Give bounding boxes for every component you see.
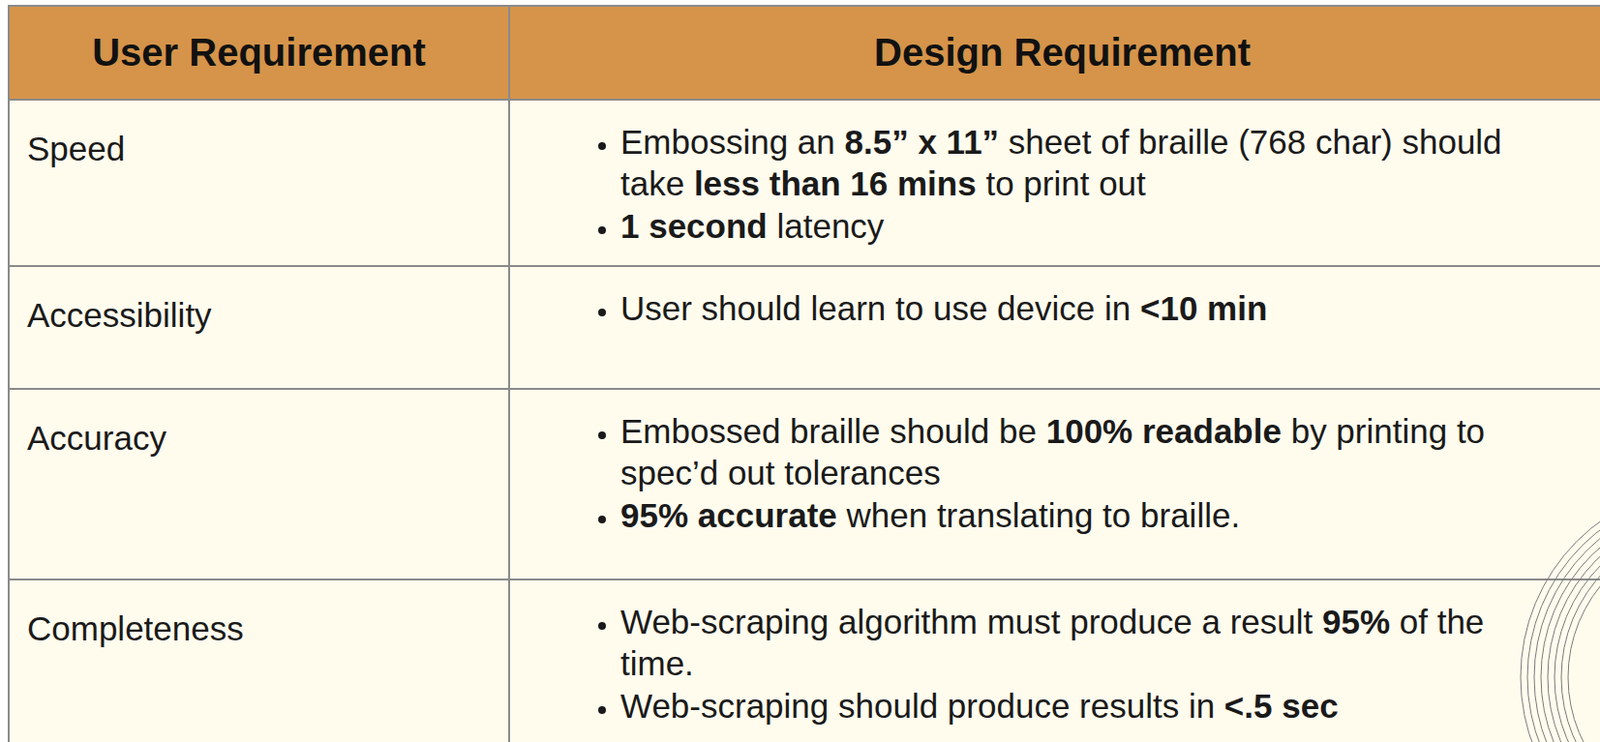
bold-value: 100% readable bbox=[1046, 412, 1282, 451]
deco-ring bbox=[1561, 525, 1600, 742]
bold-value: <10 min bbox=[1140, 289, 1268, 328]
header-cell: Design Requirement bbox=[508, 4, 1600, 101]
cell-text: when translating to braille. bbox=[846, 496, 1241, 535]
cell-text: Embossed braille should be bbox=[620, 412, 1037, 451]
header-cell: User Requirement bbox=[7, 4, 511, 101]
bullet-list: Embossed braille should be 100% readable… bbox=[510, 411, 1557, 538]
deco-ring bbox=[1568, 532, 1600, 742]
cell-text: Web-scraping should produce results in bbox=[620, 687, 1215, 725]
bold-value: 95% bbox=[1322, 603, 1390, 641]
row-heading: Accessibility bbox=[27, 296, 212, 334]
bullet-item: Web-scraping should produce results in <… bbox=[620, 686, 1557, 728]
bold-value: less than 16 mins bbox=[694, 164, 977, 203]
bullet-item: Embossing an 8.5” x 11” sheet of braille… bbox=[620, 121, 1557, 205]
deco-ring bbox=[1527, 491, 1600, 742]
header-text: User Requirement bbox=[91, 30, 426, 75]
deco-ring bbox=[1554, 518, 1600, 742]
bold-value: 95% accurate bbox=[620, 496, 838, 535]
bullet-item: User should learn to use device in <10 m… bbox=[620, 288, 1557, 331]
table-cell: Completeness bbox=[7, 578, 511, 742]
bold-value: <.5 sec bbox=[1224, 687, 1339, 725]
deco-ring bbox=[1547, 512, 1600, 742]
table-cell: Embossing an 8.5” x 11” sheet of braille… bbox=[508, 98, 1600, 268]
bold-value: 8.5” x 11” bbox=[845, 122, 1000, 161]
deco-ring bbox=[1520, 484, 1600, 742]
deco-ring bbox=[1534, 498, 1600, 742]
row-heading: Completeness bbox=[27, 609, 244, 648]
bullet-item: 95% accurate when translating to braille… bbox=[620, 495, 1557, 538]
table-cell: Accuracy bbox=[7, 388, 511, 581]
bullet-list: Web-scraping algorithm must produce a re… bbox=[510, 602, 1557, 728]
bullet-item: 1 second latency bbox=[620, 206, 1557, 248]
table-cell: User should learn to use device in <10 m… bbox=[508, 265, 1600, 391]
table-cell: Accessibility bbox=[7, 265, 511, 391]
table-cell: Embossed braille should be 100% readable… bbox=[508, 388, 1600, 581]
bullet-list: User should learn to use device in <10 m… bbox=[510, 288, 1557, 331]
bullet-item: Web-scraping algorithm must produce a re… bbox=[620, 602, 1557, 685]
bullet-list: Embossing an 8.5” x 11” sheet of braille… bbox=[510, 121, 1557, 248]
row-heading: Speed bbox=[27, 129, 125, 168]
cell-text: Web-scraping algorithm must produce a re… bbox=[620, 603, 1313, 641]
table-cell: Speed bbox=[7, 98, 511, 268]
cell-text: User should learn to use device in bbox=[620, 289, 1131, 328]
table-cell: Web-scraping algorithm must produce a re… bbox=[508, 578, 1600, 742]
cell-text: latency bbox=[776, 207, 884, 245]
bold-value: 1 second bbox=[620, 207, 768, 245]
cell-text: to print out bbox=[985, 164, 1146, 203]
header-text: Design Requirement bbox=[874, 30, 1251, 75]
row-heading: Accuracy bbox=[27, 419, 167, 457]
bullet-item: Embossed braille should be 100% readable… bbox=[620, 411, 1557, 494]
deco-ring bbox=[1540, 505, 1600, 742]
cell-text: Embossing an bbox=[620, 122, 836, 161]
